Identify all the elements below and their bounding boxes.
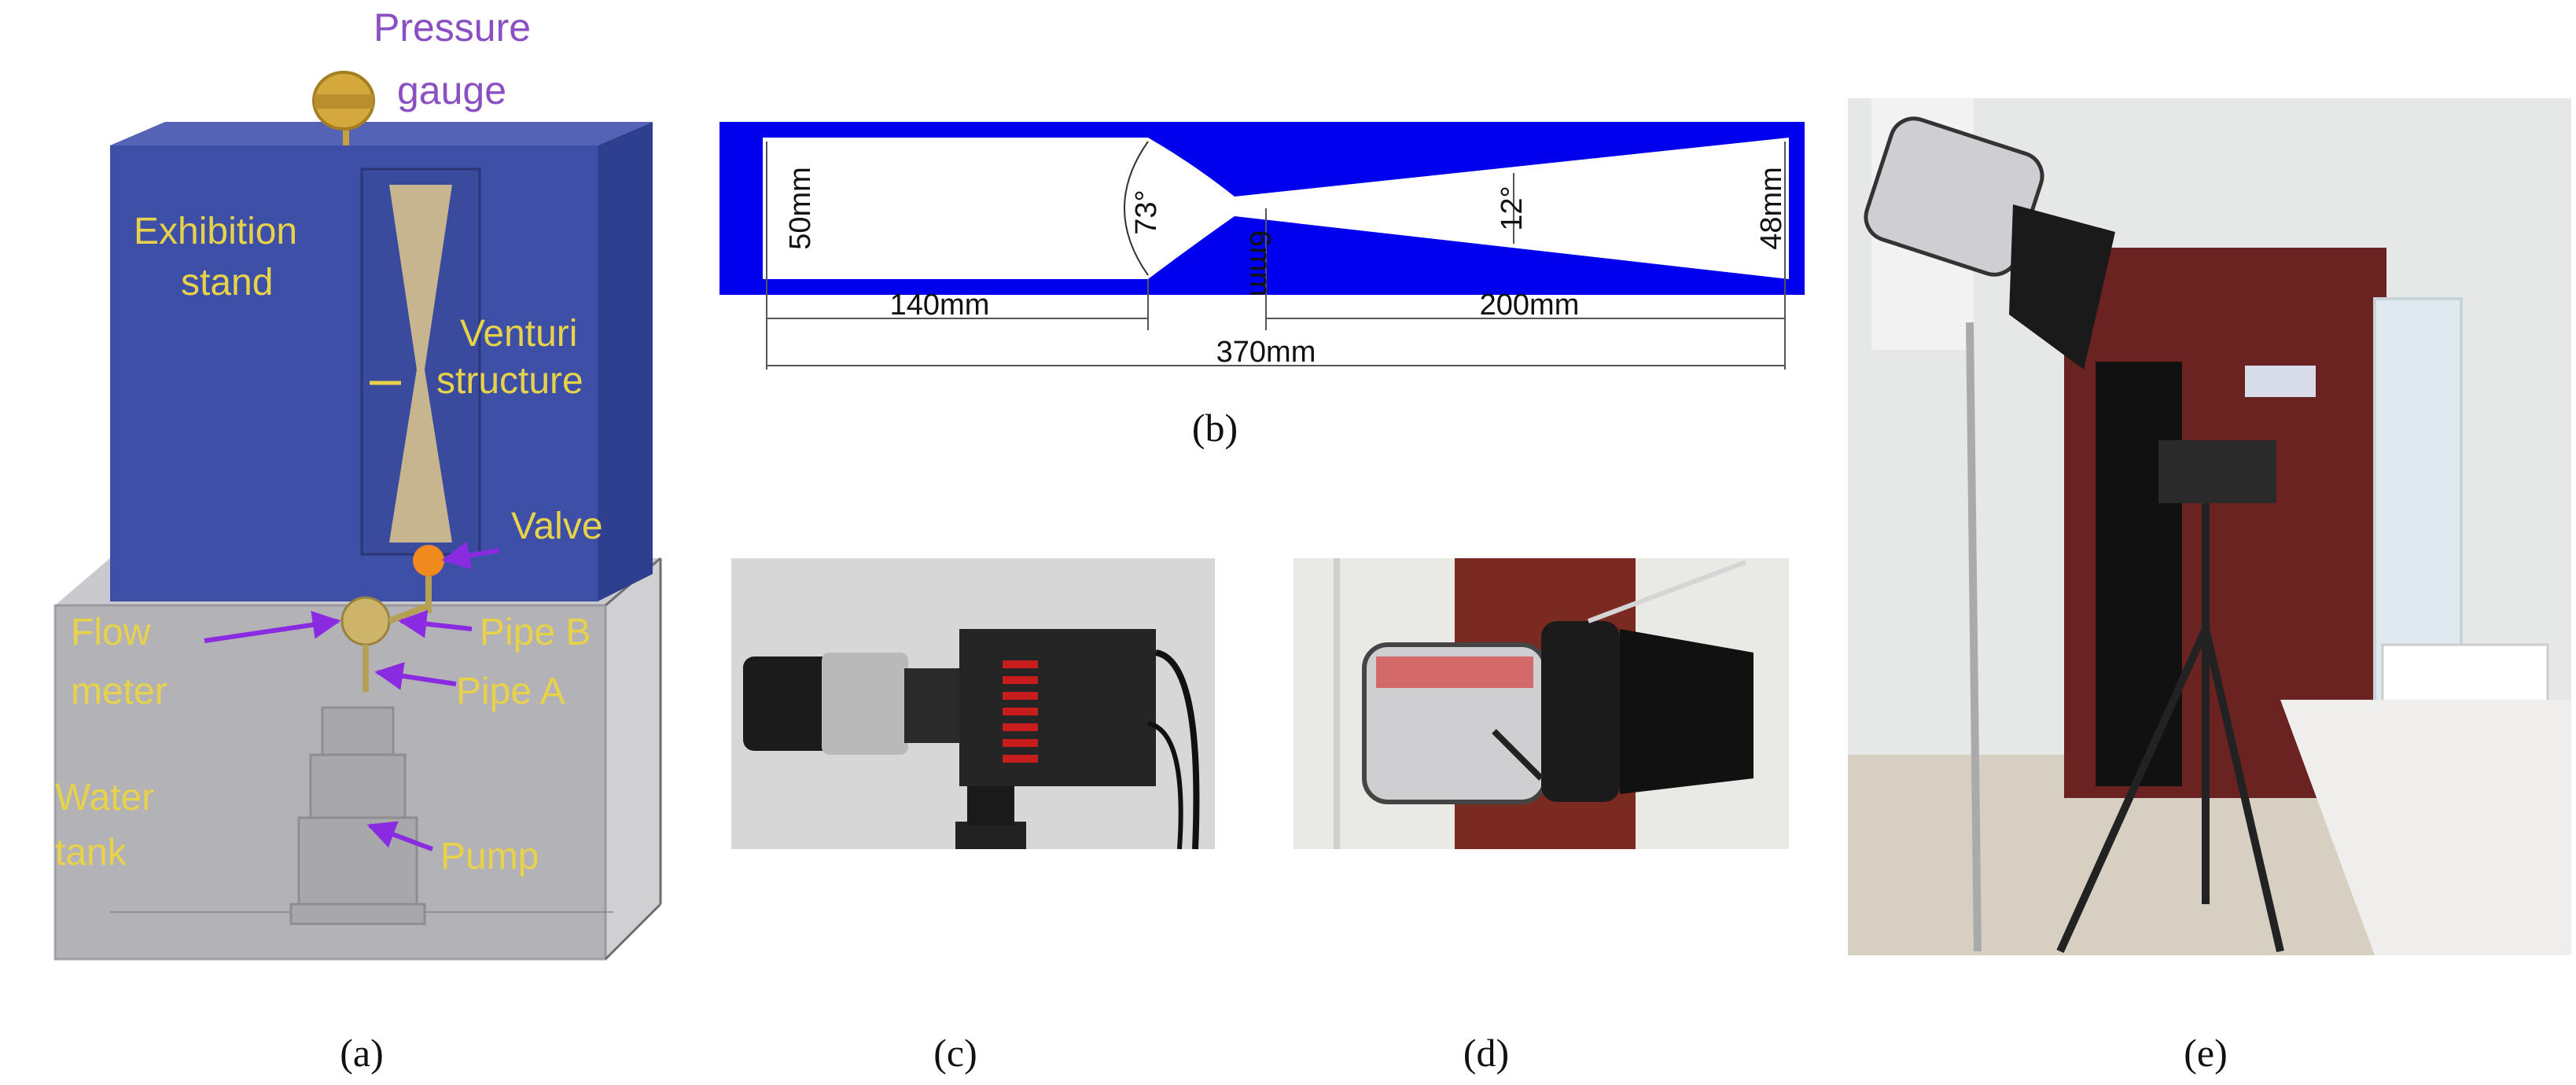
label-stand: stand xyxy=(181,262,273,303)
dim-inlet-height: 50mm xyxy=(784,167,817,250)
dim-converge-angle: 73° xyxy=(1130,189,1163,234)
dim-total-length: 370mm xyxy=(1216,336,1316,369)
label-meter: meter xyxy=(71,671,167,712)
caption-c: (c) xyxy=(933,1031,977,1075)
dim-diffuser-length: 200mm xyxy=(1480,289,1580,322)
flow-meter xyxy=(340,576,432,692)
label-flow: Flow xyxy=(71,612,151,653)
panel-a-schematic: Pressure gauge Exhibition stand Venturi … xyxy=(53,6,662,961)
dim-inlet-length: 140mm xyxy=(890,289,990,322)
label-valve: Valve xyxy=(511,506,603,547)
venturi-structure xyxy=(360,167,481,556)
dim-throat: 6mm xyxy=(1243,230,1276,296)
panel-d-light-photo xyxy=(1294,558,1789,849)
dim-diverge-angle: 12° xyxy=(1496,186,1529,230)
label-gauge: gauge xyxy=(397,68,506,112)
caption-b: (b) xyxy=(1191,406,1238,450)
panel-c-camera-photo xyxy=(731,558,1215,850)
callout-arrows xyxy=(204,541,500,851)
label-tank: tank xyxy=(55,832,127,874)
label-pressure: Pressure xyxy=(374,6,531,50)
caption-e: (e) xyxy=(2184,1031,2228,1075)
caption-d: (d) xyxy=(1463,1031,1510,1075)
label-pump: Pump xyxy=(440,836,539,877)
caption-a: (a) xyxy=(340,1031,384,1075)
label-exhibition: Exhibition xyxy=(134,211,297,252)
dim-outlet-height: 48mm xyxy=(1755,167,1788,250)
label-water: Water xyxy=(55,777,154,818)
panel-b-venturi-drawing: 50mm 73° 6mm 12° 48mm 140mm 200mm 370mm xyxy=(719,122,1805,370)
panel-e-setup-photo xyxy=(1848,98,2571,955)
label-pipe-a: Pipe A xyxy=(456,671,565,712)
label-venturi: Venturi xyxy=(460,313,577,355)
label-pipe-b: Pipe B xyxy=(480,612,591,653)
pressure-gauge xyxy=(312,71,375,145)
valve xyxy=(413,545,444,576)
label-structure: structure xyxy=(436,360,583,402)
exhibition-stand xyxy=(110,122,653,601)
